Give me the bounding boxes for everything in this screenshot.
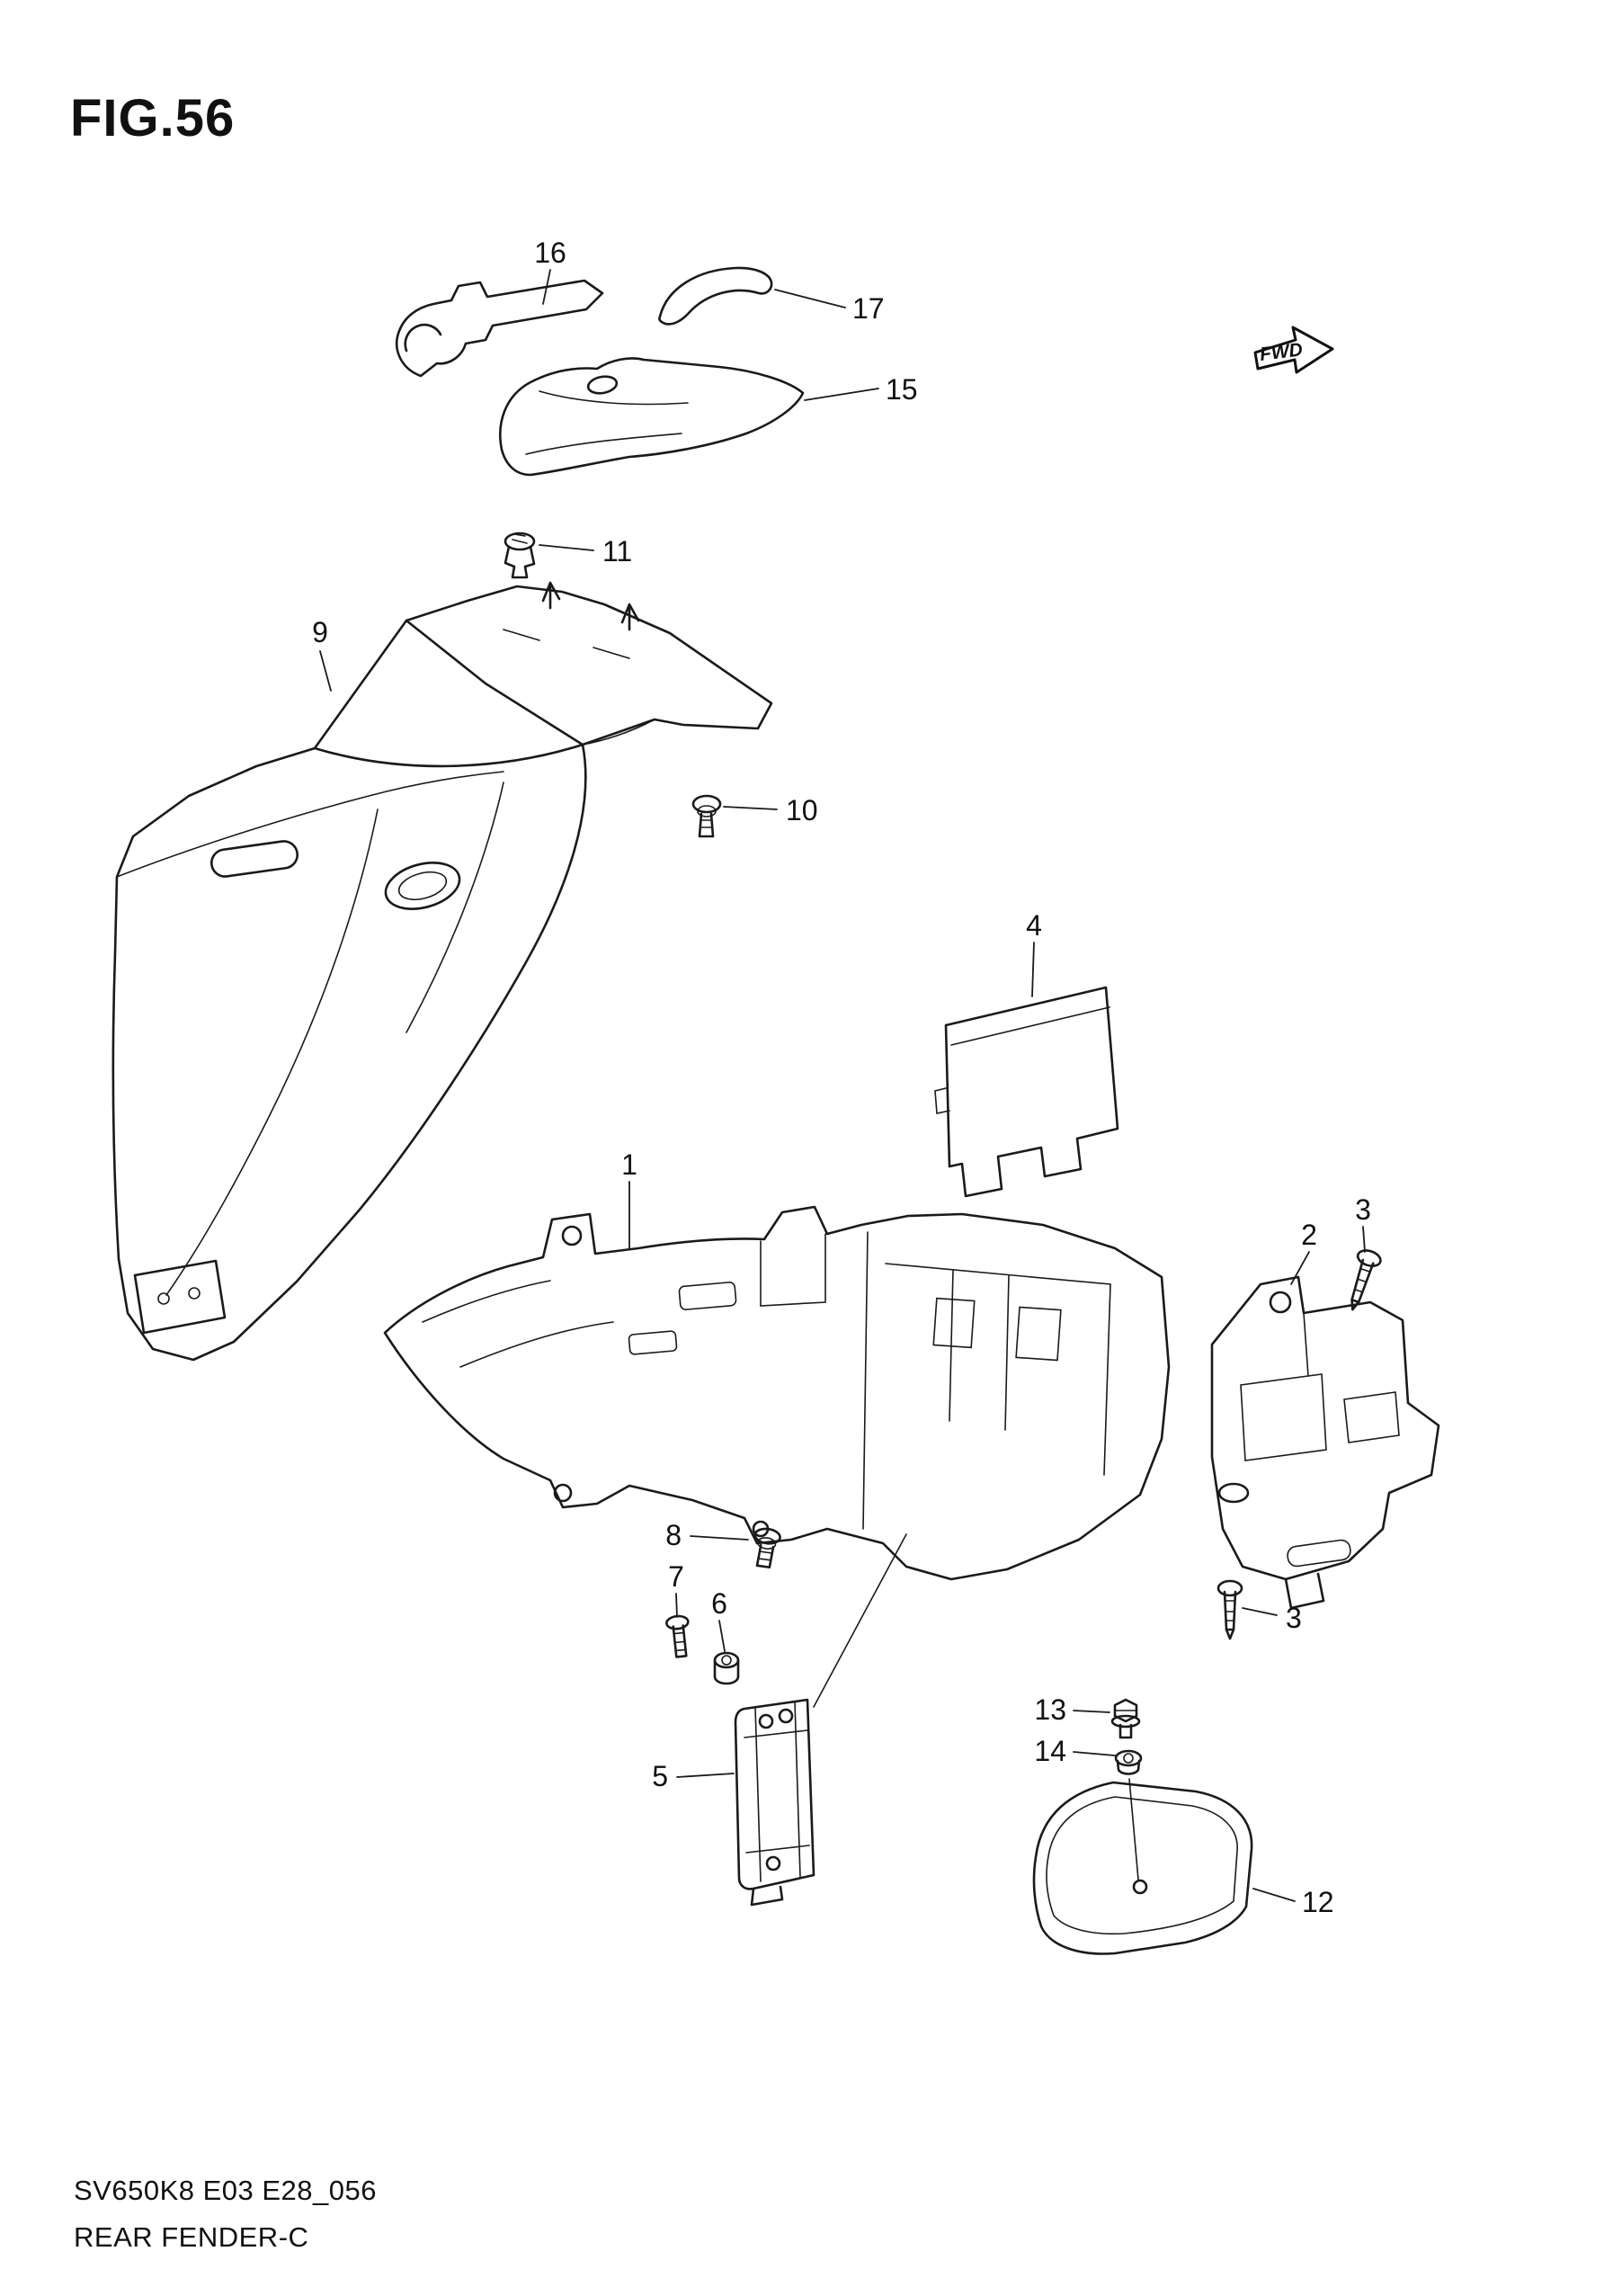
part-13-bolt: [1110, 1698, 1141, 1739]
callout-7: 7: [668, 1560, 684, 1593]
callout-12: 12: [1302, 1886, 1334, 1918]
part-3-screw-bottom: [1216, 1579, 1243, 1640]
part-1-inner-fender: [383, 1205, 1171, 1581]
part-3-screw-top: [1350, 1249, 1382, 1311]
callout-3b: 3: [1286, 1602, 1302, 1634]
part-6-spacer: [713, 1651, 740, 1685]
callout-3a: 3: [1355, 1193, 1371, 1226]
callout-14: 14: [1034, 1735, 1066, 1767]
part-7-screw: [665, 1614, 690, 1658]
callout-4: 4: [1026, 909, 1042, 942]
part-9-rear-fender: [111, 581, 773, 1362]
callout-9: 9: [312, 616, 328, 648]
figure-title: FIG.56: [70, 89, 236, 147]
part-17-strip: [658, 266, 773, 326]
part-8-bolt: [753, 1527, 781, 1569]
callout-15: 15: [886, 373, 918, 406]
callout-6: 6: [711, 1587, 727, 1620]
fwd-arrow-icon: FWD: [1253, 326, 1334, 374]
part-4-plate: [934, 986, 1119, 1198]
part-15-cover: [499, 357, 805, 477]
leader-lines: [319, 269, 1366, 1902]
callout-17: 17: [852, 292, 885, 325]
part-11-clip: [504, 532, 536, 579]
callout-11: 11: [602, 535, 632, 567]
part-10-screw: [691, 794, 722, 838]
part-2-bracket: [1210, 1275, 1440, 1610]
callout-5: 5: [652, 1760, 668, 1792]
callout-16: 16: [534, 237, 566, 269]
callout-labels: 16 17 15 11 9 10 4 1 2 3 3 8 7 6 5 13 14…: [312, 237, 1371, 1918]
part-16-tool: [395, 279, 604, 378]
callout-2: 2: [1301, 1219, 1317, 1251]
part-5-stay: [734, 1533, 907, 1907]
callout-10: 10: [786, 794, 818, 826]
callout-1: 1: [621, 1148, 637, 1181]
figure-code: SV650K8 E03 E28_056: [74, 2175, 377, 2206]
part-12-flap: [1032, 1781, 1253, 1955]
part-14-nut: [1114, 1749, 1143, 1881]
figure-name: REAR FENDER-C: [74, 2221, 309, 2253]
callout-8: 8: [665, 1519, 682, 1551]
callout-13: 13: [1034, 1693, 1066, 1726]
